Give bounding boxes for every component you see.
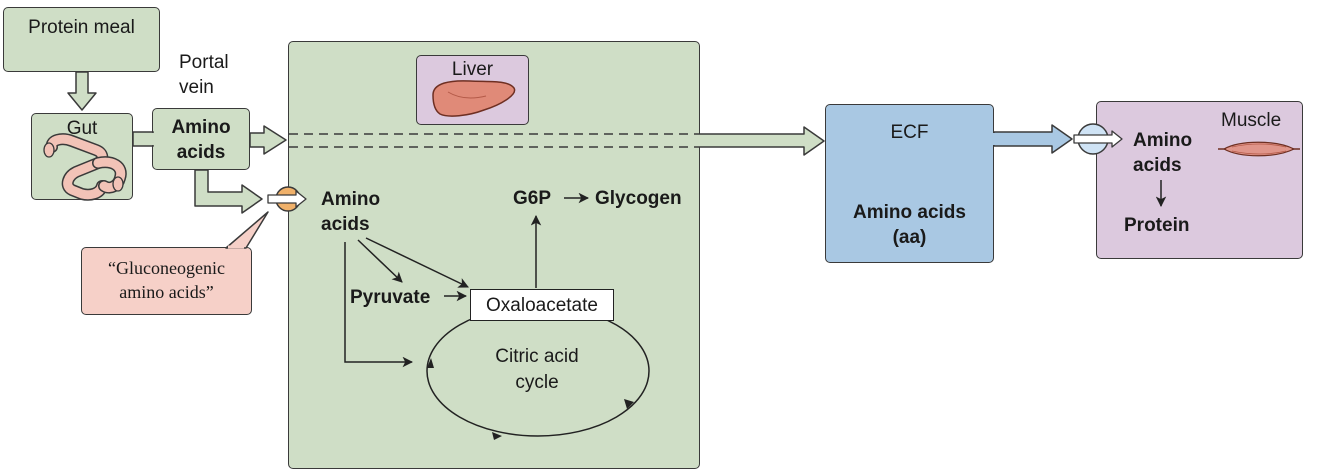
- muscle-amino-acids-label: Amino acids: [1133, 130, 1193, 176]
- liver-label: Liver: [451, 59, 494, 80]
- gut-label: Gut: [66, 118, 98, 139]
- muscle-transporter-icon: [1073, 123, 1123, 155]
- citric-acid-cycle-label: Citric acid cycle: [495, 346, 579, 393]
- gluconeogenic-label: “Gluconeogenic amino acids”: [108, 258, 225, 302]
- meal-to-gut-arrow: [67, 71, 97, 111]
- g6p-label: G6P: [513, 188, 552, 209]
- ecf-box: [825, 104, 994, 263]
- oxaloacetate-box: [470, 289, 614, 321]
- liver-organ-icon: [432, 80, 516, 117]
- liver-amino-acids-label: Amino acids: [321, 189, 381, 235]
- ecf-to-muscle-arrow: [992, 124, 1073, 154]
- gut-icon: [43, 133, 127, 201]
- bypass-channel: [289, 133, 701, 148]
- callout-pointer: [225, 211, 269, 249]
- transporter-icon: [267, 186, 307, 212]
- gut-to-portal-arrow: [132, 131, 154, 147]
- muscle-icon: [1218, 141, 1300, 157]
- ecf-label: ECF: [890, 122, 929, 143]
- oxaloacetate-label: Oxaloacetate: [486, 295, 598, 316]
- muscle-label: Muscle: [1221, 110, 1282, 131]
- protein-meal-box: [3, 7, 160, 72]
- muscle-box: [1096, 101, 1303, 259]
- liver-to-ecf-arrow: [699, 126, 825, 156]
- ecf-amino-acids-label: Amino acids (aa): [853, 202, 966, 248]
- liver-metabolism-arrows: [344, 180, 1167, 368]
- muscle-protein-label: Protein: [1124, 215, 1190, 236]
- portal-vein-label: Portal vein: [179, 52, 229, 98]
- glycogen-label: Glycogen: [595, 188, 682, 209]
- protein-meal-label: Protein meal: [28, 17, 135, 38]
- gluconeogenic-callout: [81, 247, 252, 315]
- portal-to-liver-arrow: [249, 125, 287, 155]
- portal-to-transporter-arrow: [194, 169, 263, 214]
- pyruvate-label: Pyruvate: [350, 287, 431, 308]
- portal-amino-acids-label: Amino acids: [171, 117, 231, 163]
